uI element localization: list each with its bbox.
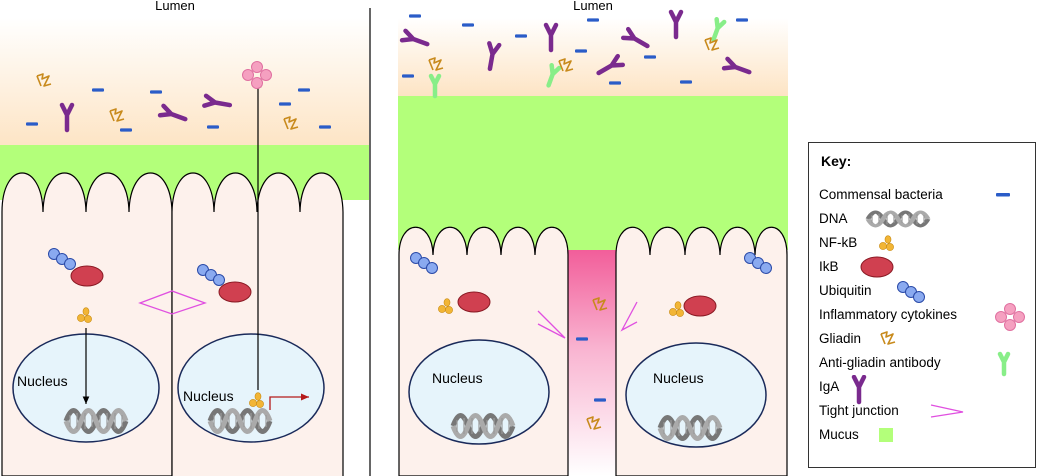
bacteria-icon	[402, 74, 414, 78]
right-lumen	[398, 18, 788, 96]
right-mucus	[398, 96, 788, 250]
tight-junction-open	[620, 301, 638, 332]
mucus-icon	[879, 428, 893, 442]
key-item-commensal-bacteria: Commensal bacteria	[819, 183, 1010, 207]
bacteria-icon	[680, 80, 692, 84]
ikb-icon	[218, 281, 252, 303]
nucleus-label: Nucleus	[432, 370, 483, 386]
lumen-label-right: Lumen	[573, 0, 613, 13]
ikb-icon	[860, 256, 894, 278]
key-title: Key:	[821, 153, 852, 169]
tight-junction	[138, 290, 207, 315]
key-item-inflammatory-cytokines: Inflammatory cytokines	[819, 303, 1025, 331]
key-item-iga: IgA	[819, 375, 839, 399]
bacteria-icon	[298, 88, 310, 92]
bacteria-icon	[279, 102, 291, 106]
key-item-gliadin: Gliadin	[819, 327, 896, 351]
bacteria-icon	[594, 398, 606, 402]
ikb-icon	[683, 295, 717, 317]
bacteria-icon	[319, 125, 331, 129]
bacteria-icon	[609, 81, 621, 85]
leaky-gap	[568, 250, 616, 476]
tight-junction-icon	[930, 404, 964, 418]
bacteria-icon	[996, 193, 1010, 197]
key-label: Mucus	[819, 427, 859, 442]
key-label: DNA	[819, 211, 848, 226]
left-panel: Lumen Nucleus Nucleus	[0, 0, 369, 476]
nfkb-icon	[879, 235, 894, 251]
gliadin-icon	[880, 331, 896, 345]
lumen-label-left: Lumen	[155, 0, 195, 13]
bacteria-icon	[409, 14, 421, 18]
bacteria-icon	[92, 88, 104, 92]
bacteria-icon	[120, 128, 132, 132]
bacteria-icon	[736, 18, 748, 22]
key-label: IkB	[819, 259, 839, 274]
key-item-anti-gliadin-antibody: Anti-gliadin antibody	[819, 351, 941, 375]
bacteria-icon	[207, 125, 219, 129]
tight-junction-open	[537, 310, 566, 339]
key-item-dna: DNA	[819, 207, 848, 231]
key-item-ubiquitin: Ubiquitin	[819, 279, 925, 303]
key-label: Anti-gliadin antibody	[819, 355, 941, 370]
key-label: Inflammatory cytokines	[819, 307, 958, 322]
ikb-icon	[457, 291, 491, 313]
bacteria-icon	[515, 34, 527, 38]
key-label: Ubiquitin	[819, 283, 872, 298]
bacteria-icon	[576, 337, 588, 341]
left-lumen	[0, 18, 369, 148]
right-panel: Lumen Nucleus Nucleus	[398, 0, 788, 476]
bacteria-icon	[462, 23, 474, 27]
key-label: Gliadin	[819, 331, 862, 346]
bacteria-icon	[644, 55, 656, 59]
bacteria-icon	[150, 90, 162, 94]
nucleus-label: Nucleus	[17, 373, 68, 389]
key-item-tight-junction: Tight junction	[819, 399, 964, 423]
bacteria-icon	[575, 49, 587, 53]
nucleus-label: Nucleus	[653, 370, 704, 386]
key-item-ikb: IkB	[819, 255, 894, 279]
key-label: NF-kB	[819, 235, 858, 250]
key-item-mucus: Mucus	[819, 423, 893, 447]
antibody-icon	[995, 351, 1013, 377]
key-item-nfkb: NF-kB	[819, 231, 894, 255]
key-label: IgA	[819, 379, 840, 394]
transcription-arrow	[269, 393, 309, 410]
key-label: Tight junction	[819, 403, 899, 418]
nucleus-right-2	[625, 342, 767, 448]
bacteria-icon	[26, 122, 38, 126]
legend-key: Key: Commensal bacteria DNA NF-kB IkB Ub…	[808, 142, 1036, 468]
bacteria-icon	[587, 18, 599, 22]
cytokines-icon	[995, 303, 1025, 331]
dna-icon	[865, 207, 931, 231]
nucleus-right-1	[408, 339, 550, 445]
nucleus-label: Nucleus	[183, 388, 234, 404]
key-label: Commensal bacteria	[819, 187, 943, 202]
ikb-icon	[70, 265, 104, 287]
